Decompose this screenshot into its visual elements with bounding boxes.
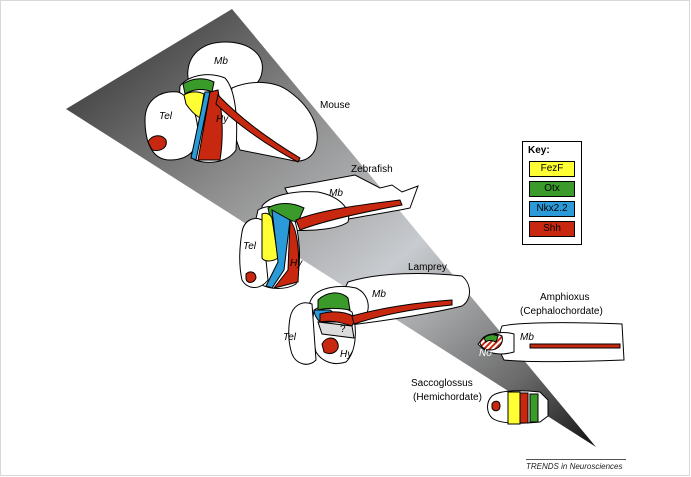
lamprey-hy-label: Hy	[340, 349, 353, 360]
lamprey-otx-domain	[317, 292, 351, 311]
zebrafish-hy-label: Hy	[290, 258, 303, 269]
mouse-shh-floorplate	[215, 93, 301, 163]
mouse-shh-domain	[197, 89, 223, 161]
amphioxus-species-label: Amphioxus	[540, 292, 589, 303]
zebrafish-tel-label: Tel	[243, 241, 257, 252]
mouse-hy-label: Hy	[216, 114, 229, 125]
legend-item-shh: Shh	[529, 221, 575, 237]
amphioxus-shh-floorplate	[529, 343, 621, 349]
zebrafish-shh-domain	[272, 218, 300, 289]
legend-item-nkx22: Nkx2.2	[529, 201, 575, 217]
saccoglossus-otx-band	[529, 393, 539, 423]
mouse-tel-label: Tel	[159, 111, 173, 122]
lamprey-unknown-label: ?	[340, 324, 346, 335]
legend-item-fezf: FezF	[529, 161, 575, 177]
zebrafish-shh-floorplate	[295, 199, 403, 231]
legend-title: Key:	[528, 145, 550, 156]
saccoglossus-shh-band	[519, 392, 529, 424]
lamprey-tel-label: Tel	[283, 332, 297, 343]
mouse-mb-label: Mb	[214, 56, 228, 67]
credit-text: TRENDS in Neurosciences	[526, 462, 623, 471]
lamprey-mb-label: Mb	[372, 289, 386, 300]
zebrafish-brain	[239, 174, 419, 289]
mouse-nkx-domain	[190, 91, 211, 161]
amphioxus-brain	[477, 322, 625, 362]
saccoglossus-species-label: Saccoglossus	[411, 378, 473, 389]
zebrafish-mb-label: Mb	[329, 188, 343, 199]
mouse-brain	[144, 41, 318, 163]
lamprey-species-label: Lamprey	[408, 262, 447, 273]
zebrafish-species-label: Zebrafish	[351, 164, 393, 175]
lamprey-shh-floorplate	[351, 299, 453, 325]
amphioxus-otx-domain	[483, 334, 499, 343]
legend-key: Key: FezF Otx Nkx2.2 Shh	[522, 141, 582, 245]
credit-divider	[526, 459, 626, 460]
amphioxus-body	[498, 322, 625, 362]
amphioxus-no-label: No	[479, 348, 492, 359]
saccoglossus-fezf-band	[507, 391, 521, 425]
mouse-shh-telencephalon	[147, 135, 167, 151]
amphioxus-group-label: (Cephalochordate)	[520, 306, 603, 317]
lamprey-unknown-domain	[317, 321, 355, 339]
saccoglossus-group-label: (Hemichordate)	[413, 392, 482, 403]
legend-item-otx: Otx	[529, 181, 575, 197]
zebrafish-telencephalon	[239, 218, 269, 288]
amphioxus-mb-label: Mb	[520, 332, 534, 343]
lamprey-brain	[288, 273, 470, 365]
zebrafish-shh-telencephalon	[245, 271, 257, 283]
saccoglossus-body	[487, 390, 549, 425]
saccoglossus-shh-spot	[491, 400, 501, 412]
lamprey-telencephalon	[288, 302, 317, 365]
lamprey-shh-telencephalon	[321, 337, 339, 355]
mouse-species-label: Mouse	[320, 100, 350, 111]
